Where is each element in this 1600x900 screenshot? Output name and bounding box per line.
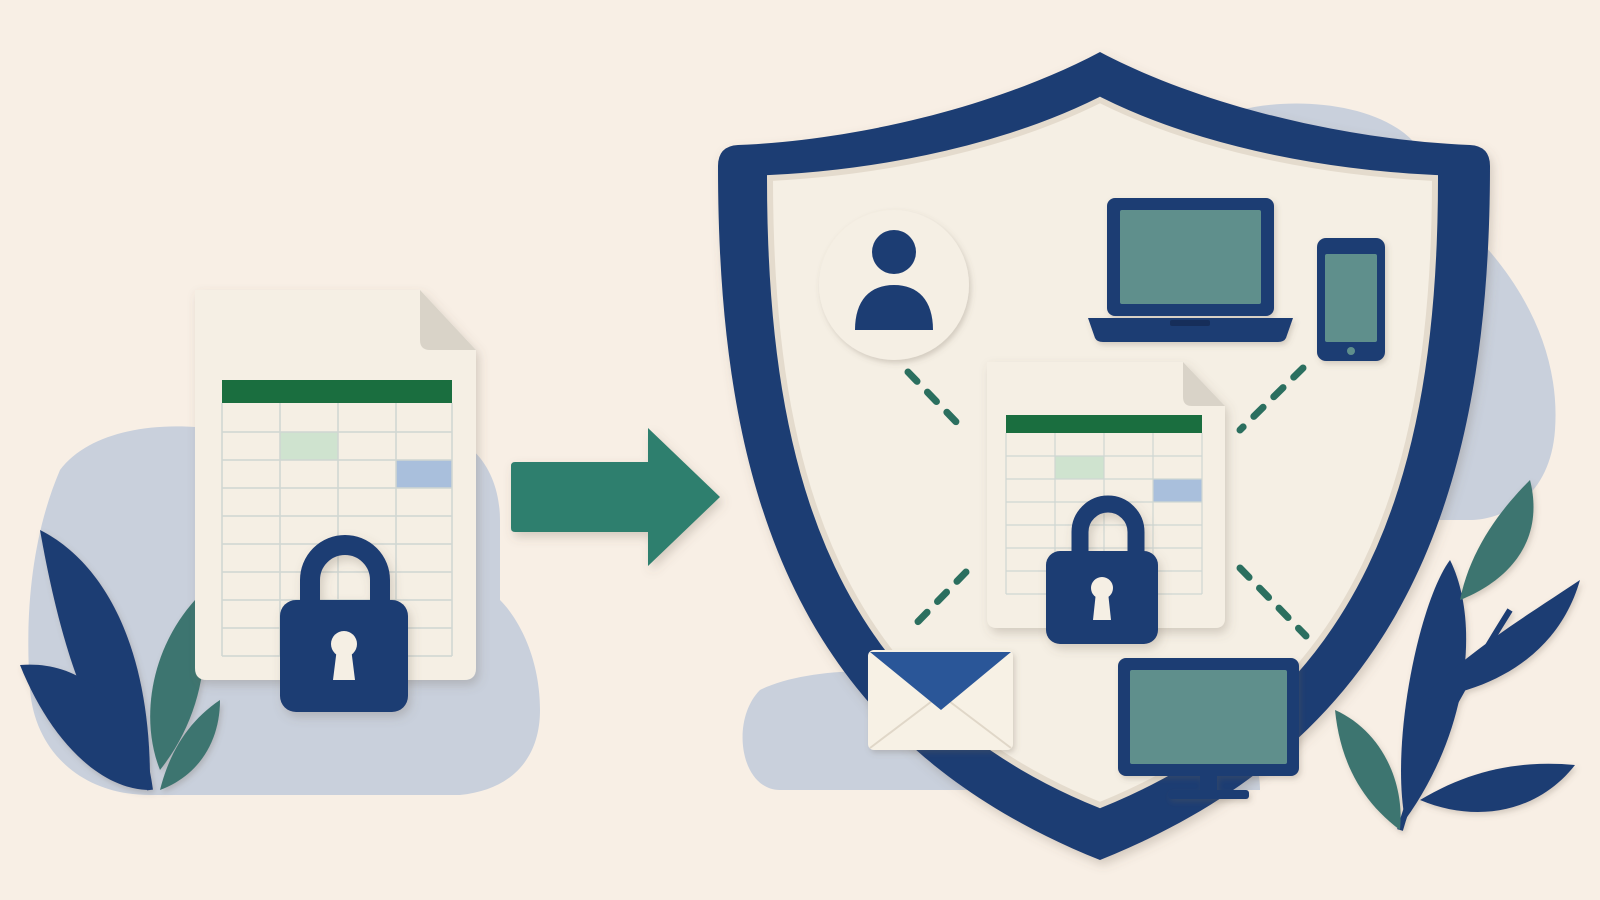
page-fold [420, 290, 476, 350]
highlight-cell-blue [396, 460, 452, 488]
laptop-notch [1170, 320, 1210, 326]
padlock-icon [280, 535, 408, 712]
avatar-head [872, 230, 916, 274]
laptop-base [1088, 318, 1293, 342]
envelope-lower-folds [869, 694, 1012, 749]
sheet-header-bar [222, 380, 452, 403]
phone-screen [1325, 254, 1377, 342]
connection-user [904, 368, 966, 432]
sheet-header-bar [1006, 415, 1202, 433]
connection-lines [904, 364, 1310, 640]
keyhole-slot [333, 648, 355, 680]
left-leaf-cluster [20, 530, 220, 791]
arrow-right-icon [511, 428, 720, 566]
connection-monitor [1236, 564, 1310, 640]
leaf-icon [1335, 710, 1401, 830]
laptop-icon [1088, 198, 1293, 342]
left-spreadsheet-grid [221, 380, 453, 657]
monitor-screen [1130, 670, 1287, 764]
right-leaf-cluster [1335, 480, 1580, 831]
connection-envelope [904, 568, 970, 636]
envelope-icon [868, 650, 1013, 750]
phone-button [1347, 347, 1355, 355]
highlight-cell-green [280, 432, 338, 460]
monitor-neck [1200, 776, 1217, 792]
padlock-shackle [300, 535, 390, 618]
padlock-icon [1046, 495, 1158, 644]
leaf-icon [20, 664, 150, 790]
page-fold [1183, 362, 1225, 406]
envelope-flap [870, 652, 1011, 710]
leaf-icon [150, 600, 204, 770]
connection-laptop [1236, 364, 1307, 434]
padlock-shackle [1071, 495, 1145, 565]
leaf-icon [40, 530, 150, 780]
user-icon [819, 210, 969, 360]
laptop-screen [1120, 210, 1261, 304]
highlight-cell-green [1055, 456, 1104, 479]
desktop-monitor-icon [1118, 658, 1299, 799]
leaf-icon [1460, 480, 1534, 600]
smartphone-icon [1317, 238, 1385, 361]
leaf-icon [160, 700, 220, 790]
highlight-cell-blue [1153, 479, 1202, 502]
monitor-stand [1168, 790, 1249, 799]
avatar-body [855, 285, 933, 330]
leaf-icon [1420, 580, 1580, 700]
leaf-icon [1420, 763, 1575, 813]
keyhole-slot [1093, 592, 1111, 620]
shield-inner-rim [766, 96, 1439, 809]
